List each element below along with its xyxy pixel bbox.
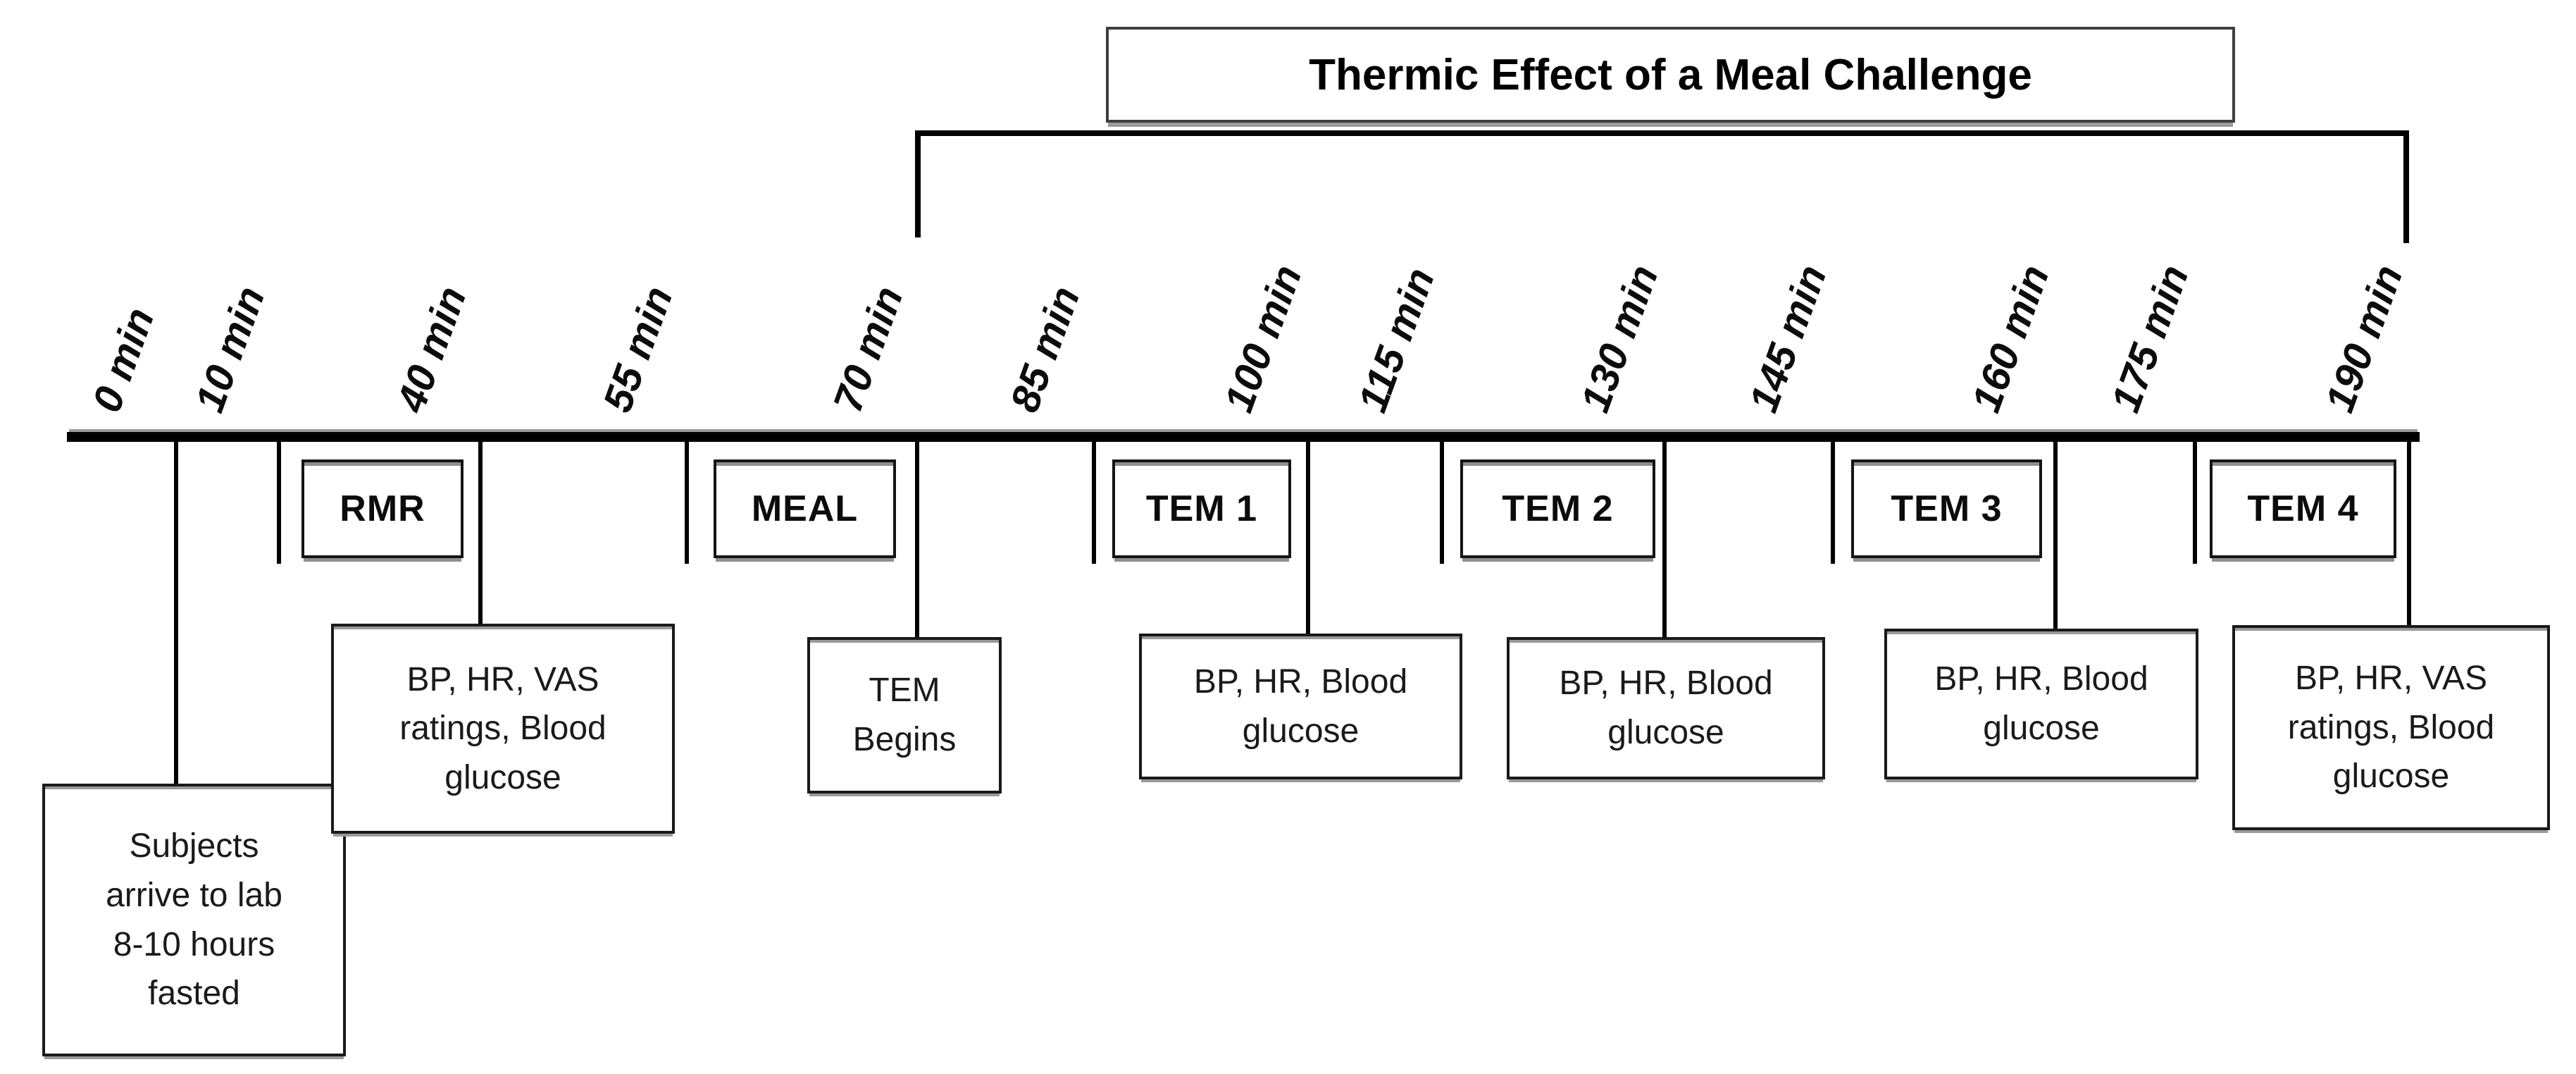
period-label-tem1: TEM 1 <box>1145 488 1258 529</box>
time-label-70min: 70 min <box>824 280 912 419</box>
tick-55min <box>685 442 689 564</box>
period-box-tem2: TEM 2 <box>1460 459 1655 558</box>
time-label-40min: 40 min <box>387 280 475 419</box>
time-label-100min: 100 min <box>1215 259 1311 419</box>
event-box-40min-measures: BP, HR, VAS ratings, Blood glucose <box>331 624 675 834</box>
period-box-tem4: TEM 4 <box>2210 459 2396 558</box>
time-label-10min: 10 min <box>186 280 274 419</box>
event-text-100min-measures: BP, HR, Blood glucose <box>1193 662 1408 750</box>
bracket-left-drop <box>915 130 921 237</box>
period-box-tem3: TEM 3 <box>1851 459 2042 558</box>
time-label-130min: 130 min <box>1572 259 1667 419</box>
period-box-rmr: RMR <box>301 459 463 558</box>
tick-160min <box>2053 442 2058 631</box>
time-label-55min: 55 min <box>594 280 682 419</box>
time-label-115min: 115 min <box>1349 261 1444 419</box>
time-label-85min: 85 min <box>1001 280 1089 419</box>
event-box-190min-measures: BP, HR, VAS ratings, Blood glucose <box>2232 625 2550 830</box>
tick-130min <box>1662 442 1667 639</box>
bracket-right-drop <box>2403 130 2409 243</box>
tick-145min <box>1831 442 1835 564</box>
period-label-tem4: TEM 4 <box>2247 488 2359 529</box>
title-box: Thermic Effect of a Meal Challenge <box>1106 27 2235 123</box>
tick-0min <box>174 442 178 784</box>
diagram-title: Thermic Effect of a Meal Challenge <box>1309 50 2032 99</box>
period-label-meal: MEAL <box>751 488 859 529</box>
event-text-160min-measures: BP, HR, Blood glucose <box>1934 660 2148 747</box>
period-box-tem1: TEM 1 <box>1112 459 1291 558</box>
timeline-line <box>67 432 2420 442</box>
period-label-rmr: RMR <box>340 488 425 529</box>
tick-100min <box>1306 442 1310 636</box>
event-box-160min-measures: BP, HR, Blood glucose <box>1884 629 2198 779</box>
tick-85min <box>1092 442 1096 564</box>
event-box-subjects-arrive: Subjects arrive to lab 8-10 hours fasted <box>42 784 346 1056</box>
event-box-100min-measures: BP, HR, Blood glucose <box>1139 634 1462 779</box>
time-label-145min: 145 min <box>1740 259 1836 419</box>
tick-190min <box>2407 442 2411 627</box>
event-box-130min-measures: BP, HR, Blood glucose <box>1507 637 1825 779</box>
time-label-0min: 0 min <box>83 302 163 419</box>
period-label-tem3: TEM 3 <box>1891 488 2003 529</box>
tick-70min <box>915 442 919 639</box>
tick-40min <box>478 442 483 626</box>
event-box-tem-begins: TEM Begins <box>807 637 1002 794</box>
tick-10min <box>277 442 281 564</box>
period-box-meal: MEAL <box>714 459 896 558</box>
bracket-top-line <box>915 130 2409 136</box>
tick-175min <box>2193 442 2197 564</box>
event-text-40min-measures: BP, HR, VAS ratings, Blood glucose <box>399 660 606 796</box>
time-label-190min: 190 min <box>2316 259 2412 419</box>
event-text-130min-measures: BP, HR, Blood glucose <box>1559 665 1773 751</box>
time-label-160min: 160 min <box>1962 259 2058 419</box>
event-text-190min-measures: BP, HR, VAS ratings, Blood glucose <box>2287 660 2495 796</box>
event-text-tem-begins: TEM Begins <box>852 672 957 758</box>
tick-115min <box>1440 442 1444 564</box>
event-text-subjects-arrive: Subjects arrive to lab 8-10 hours fasted <box>106 827 282 1013</box>
period-label-tem2: TEM 2 <box>1502 488 1614 529</box>
time-label-175min: 175 min <box>2102 259 2198 419</box>
